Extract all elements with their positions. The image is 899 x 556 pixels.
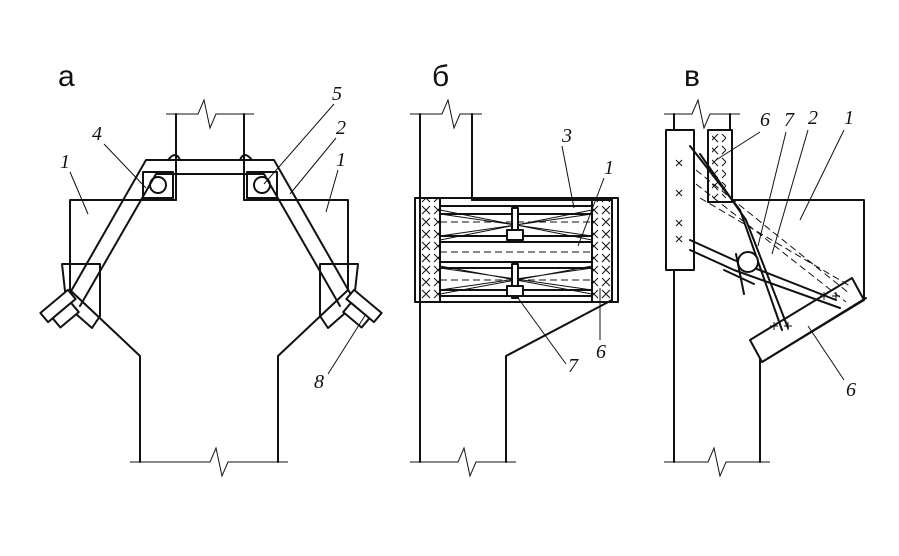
round-bar-right — [253, 176, 271, 194]
break-line-bottom — [410, 446, 516, 478]
callout-b-6: 6 — [596, 341, 606, 363]
callout-c-2: 2 — [808, 107, 818, 129]
side-plate-right — [591, 197, 613, 303]
clamp-frame — [414, 197, 619, 303]
rod-lower-2 — [689, 249, 841, 309]
callout-a-8: 8 — [314, 371, 324, 393]
break-line-top — [664, 98, 740, 130]
callout-a-4: 4 — [92, 123, 102, 145]
corner-gussets — [167, 154, 253, 161]
plate-column-left — [665, 129, 695, 271]
callout-c-6-bottom: 6 — [846, 379, 856, 401]
callout-b-1: 1 — [604, 157, 614, 179]
break-line-bottom — [664, 446, 770, 478]
nut-right — [342, 288, 383, 329]
saddle-right — [246, 171, 278, 199]
break-line-top — [166, 98, 254, 130]
haunch-left — [69, 289, 141, 463]
bolt-lower — [506, 263, 524, 299]
callout-a-1-left: 1 — [60, 151, 70, 173]
break-line-top — [410, 98, 482, 130]
callout-c-1: 1 — [844, 107, 854, 129]
hook-left — [59, 263, 101, 329]
saddle-left — [142, 171, 174, 199]
callout-b-7: 7 — [568, 355, 579, 377]
plate-crosses — [675, 159, 683, 243]
upper-column — [175, 113, 245, 201]
callout-c-6-top: 6 — [760, 109, 770, 131]
round-bar-left — [149, 176, 167, 194]
plate-hatch — [712, 134, 726, 198]
panel-b-letter: б — [432, 60, 449, 93]
haunch-right — [277, 289, 349, 463]
hinge-link — [723, 253, 755, 295]
panel-c: в 6 7 2 1 6 — [664, 60, 867, 478]
clamp-outer — [65, 159, 355, 301]
panel-b: б 3 1 7 — [410, 60, 619, 478]
callout-a-2: 2 — [336, 117, 346, 139]
bracket-right-top — [243, 199, 349, 291]
nut-left — [39, 288, 80, 329]
side-plate-left — [419, 197, 441, 303]
callout-c-7: 7 — [784, 109, 795, 131]
inclined-plate — [749, 277, 865, 363]
bracket-left-top — [69, 199, 177, 291]
panel-a-letter: а — [58, 60, 75, 93]
clamp-inner — [79, 173, 341, 307]
rod-upper-2 — [699, 153, 789, 329]
rod-lower — [689, 239, 837, 301]
callout-b-3: 3 — [561, 125, 572, 147]
callout-a-5: 5 — [332, 83, 342, 105]
hinge-pin — [737, 251, 759, 273]
hidden-rods — [695, 169, 851, 303]
callout-a-1-right: 1 — [336, 149, 346, 171]
inclined-plate-edge — [761, 297, 867, 363]
panel-a: а 1 4 — [39, 60, 383, 478]
break-line-bottom — [130, 446, 288, 478]
hidden-lines — [440, 221, 592, 281]
bolt-upper — [506, 207, 524, 243]
hook-right — [319, 263, 361, 329]
panel-c-letter: в — [684, 60, 700, 93]
